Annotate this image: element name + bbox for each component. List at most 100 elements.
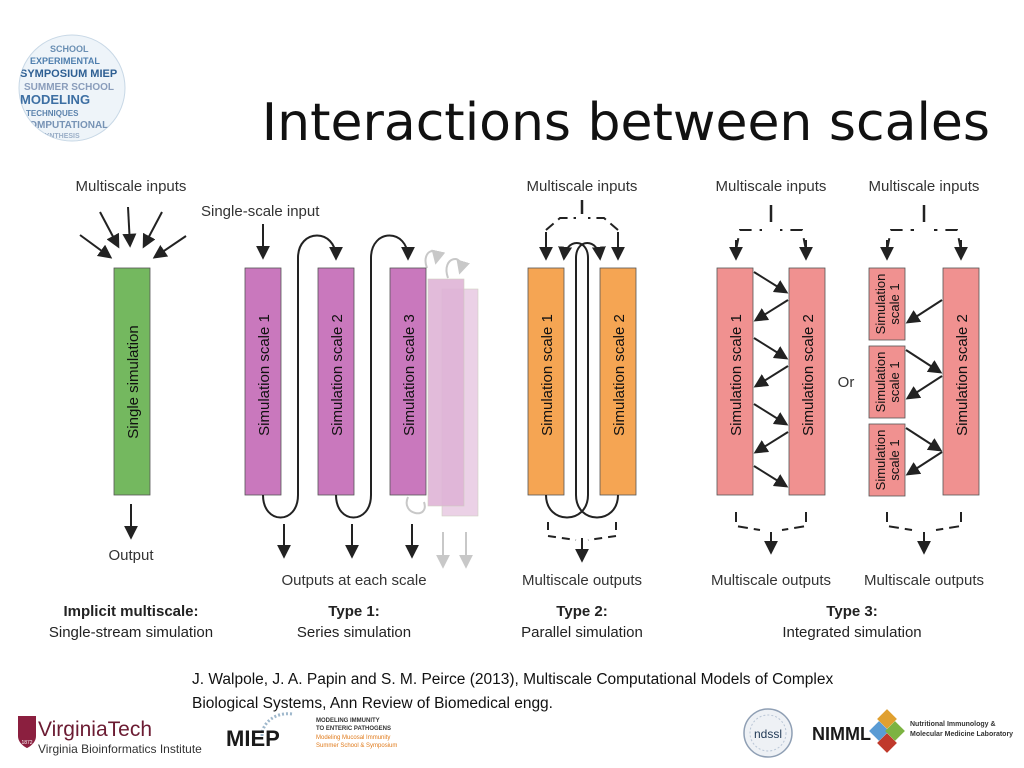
badge-word: SUMMER SCHOOL	[24, 82, 114, 93]
faded-scale-bar	[427, 278, 465, 507]
panel-type3-integrated: Multiscale inputs Simulation scale 1 Sim…	[711, 178, 984, 641]
citation: J. Walpole, J. A. Papin and S. M. Peirce…	[192, 668, 982, 716]
vt-year: 1872	[21, 740, 32, 746]
implicit-caption-bold: Implicit multiscale:	[63, 603, 198, 620]
type2-caption-bold: Type 2:	[556, 603, 607, 620]
virginia-tech-logo: 1872 VirginiaTech Virginia Bioinformatic…	[18, 716, 202, 756]
multiscale-inputs-label: Multiscale inputs	[527, 178, 638, 195]
input-arrow	[152, 235, 187, 259]
multiscale-inputs-label: Multiscale inputs	[716, 178, 827, 195]
exchange-arrow	[905, 375, 943, 400]
simulation-scale-3-bar	[389, 267, 427, 496]
simulation-scale-2-label: Simulation scale 2	[954, 314, 971, 436]
miep-line1: MODELING IMMUNITY	[316, 718, 380, 724]
citation-line-1: J. Walpole, J. A. Papin and S. M. Peirce…	[192, 671, 834, 688]
vt-subtitle: Virginia Bioinformatics Institute	[38, 742, 202, 756]
miep-line3: Modeling Mucosal Immunity	[316, 735, 390, 741]
exchange-arrow	[905, 427, 943, 452]
exchange-arrow	[753, 465, 789, 488]
slide-title: Interactions between scales	[261, 92, 990, 153]
output-label: Output	[108, 547, 154, 564]
simulation-scale-1-bar	[716, 267, 754, 496]
simulation-scale-1-label: Simulation scale 1	[539, 314, 556, 436]
multiscale-outputs-label: Multiscale outputs	[864, 572, 984, 589]
badge-word: SYNTHESIS	[40, 133, 80, 140]
small-sim-label: scale 1	[887, 283, 902, 324]
badge-word: SCHOOL	[50, 44, 89, 54]
citation-line-2: Biological Systems, Ann Review of Biomed…	[192, 695, 553, 712]
simulation-scale-2-bar	[599, 267, 637, 496]
simulation-scale-2-label: Simulation scale 2	[800, 314, 817, 436]
faded-loop-arrow	[424, 249, 446, 269]
small-simulation-bar	[868, 345, 906, 419]
nimml-diamond-icon	[869, 709, 905, 753]
type1-caption: Series simulation	[297, 624, 411, 641]
badge-word: TECHNIQUES	[26, 109, 79, 118]
badge-word: EXPERIMENTAL	[30, 56, 100, 66]
or-label: Or	[838, 374, 855, 391]
type3-caption-bold: Type 3:	[826, 603, 877, 620]
ndssl-logo: ndssl	[743, 708, 793, 758]
simulation-scale-1-label: Simulation scale 1	[256, 314, 273, 436]
exchange-arrow	[753, 337, 789, 360]
implicit-caption: Single-stream simulation	[49, 624, 213, 641]
panel-implicit-multiscale: Multiscale inputs Single simulation Outp…	[49, 178, 213, 641]
output-merge	[886, 512, 913, 531]
multiscale-inputs-label: Multiscale inputs	[869, 178, 980, 195]
vt-name: VirginiaTech	[38, 718, 152, 741]
exchange-arrow	[905, 349, 943, 374]
miep-line2: TO ENTERIC PATHOGENS	[316, 726, 391, 732]
exchange-arrow	[905, 451, 943, 476]
small-sim-label: Simulation	[873, 352, 888, 413]
simulation-scale-2-label: Simulation scale 2	[611, 314, 628, 436]
exchange-arrow	[753, 431, 789, 454]
small-simulation-bar	[868, 423, 906, 497]
simulation-scale-1-bar	[527, 267, 565, 496]
output-merge	[547, 522, 577, 541]
single-scale-input-label: Single-scale input	[201, 203, 320, 220]
nimml-line2: Molecular Medicine Laboratory	[910, 731, 1013, 738]
type2-caption: Parallel simulation	[521, 624, 643, 641]
input-branch	[545, 217, 576, 231]
input-arrow	[122, 206, 137, 248]
faded-loop-arrow	[445, 258, 470, 279]
input-arrow	[79, 234, 113, 259]
ndssl-ring	[749, 714, 787, 752]
small-simulation-bar	[868, 267, 906, 341]
exchange-arrow	[905, 299, 943, 324]
simulation-scale-1-label: Simulation scale 1	[728, 314, 745, 436]
nimml-line1: Nutritional Immunology &	[910, 721, 996, 728]
miep-name: MIEP	[226, 726, 280, 751]
summer-school-globe-logo: SCHOOL EXPERIMENTAL SYMPOSIUM MIEP SUMME…	[18, 34, 126, 142]
multiscale-outputs-label: Multiscale outputs	[522, 572, 642, 589]
input-branch	[588, 217, 619, 231]
badge-word: SYMPOSIUM MIEP	[20, 68, 117, 80]
output-merge	[781, 512, 807, 531]
multiscale-inputs-label: Multiscale inputs	[76, 178, 187, 195]
vt-shield-icon	[18, 716, 36, 748]
type3-caption: Integrated simulation	[782, 624, 921, 641]
ndssl-name: ndssl	[754, 727, 782, 741]
input-branch	[735, 229, 762, 251]
parallel-connector-arrow	[575, 242, 619, 519]
faded-loop-arrow	[405, 496, 426, 515]
panel-type2-parallel: Multiscale inputs Simulation scale 1 Sim…	[521, 178, 643, 641]
badge-word: MODELING	[20, 92, 90, 107]
input-arrow	[99, 211, 120, 249]
miep-line4: Summer School & Symposium	[316, 743, 397, 749]
input-arrow	[142, 211, 163, 249]
simulation-scale-2-bar	[942, 267, 980, 496]
panel-type1-series: Single-scale input Simulation scale 1 Si…	[201, 203, 479, 641]
type1-caption-bold: Type 1:	[328, 603, 379, 620]
small-sim-label: scale 1	[887, 439, 902, 480]
small-sim-label: Simulation	[873, 430, 888, 491]
simulation-scale-2-label: Simulation scale 2	[329, 314, 346, 436]
scales-interaction-diagram: Multiscale inputs Single simulation Outp…	[49, 178, 984, 641]
nimml-name: NIMML	[812, 724, 871, 744]
ndssl-globe-icon	[743, 708, 793, 758]
exchange-arrow	[753, 271, 789, 294]
small-sim-label: scale 1	[887, 361, 902, 402]
input-branch	[780, 229, 807, 251]
output-merge	[735, 512, 761, 531]
